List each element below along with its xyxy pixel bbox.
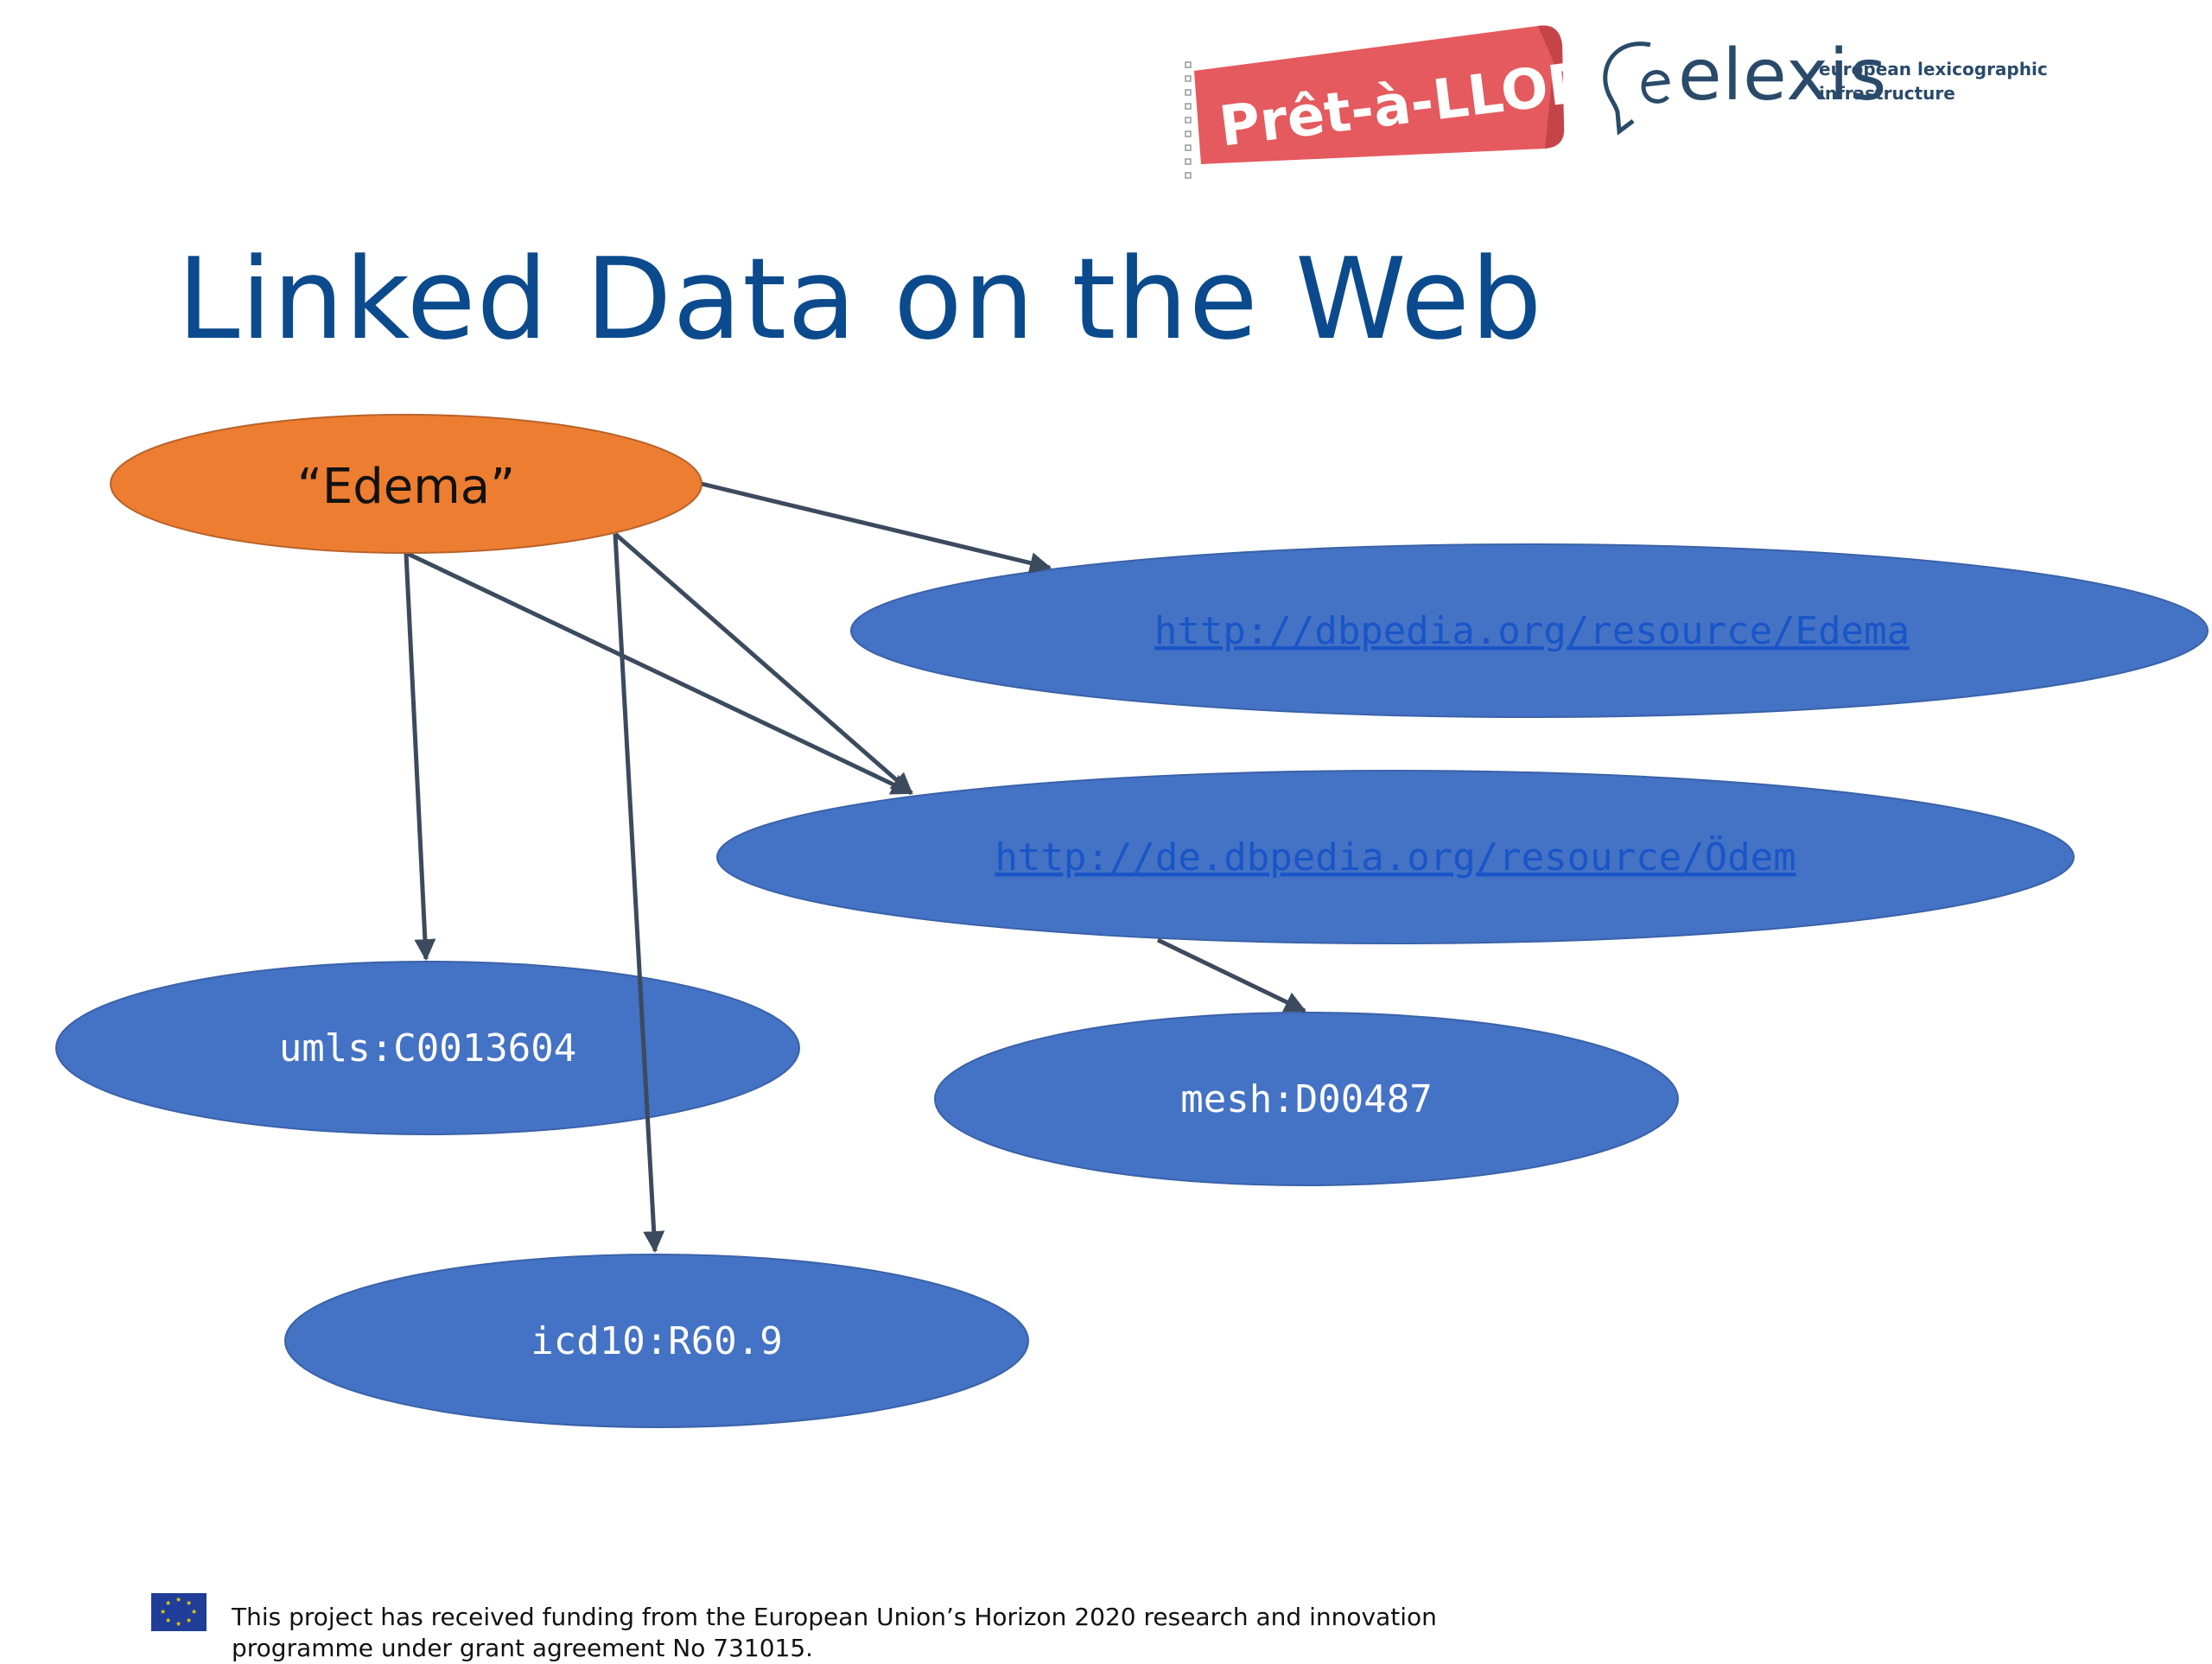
funding-line2: programme under grant agreement No 73101…: [232, 1634, 814, 1662]
node-icd10-label: icd10:R60.9: [531, 1319, 782, 1363]
edge-edema-umls: [404, 552, 436, 962]
node-mesh: [934, 1012, 1679, 1186]
elexis-logo: elexis european lexicographic infrastruc…: [1599, 35, 2082, 147]
node-icd10: [284, 1254, 1029, 1428]
edge-edema-dbpedia-en: [701, 481, 1052, 574]
elexis-tagline-line1: european lexicographic: [1819, 59, 2048, 79]
node-dbpedia-de: [716, 770, 2075, 944]
funding-notice: This project has received funding from t…: [232, 1602, 1441, 1664]
edge-dbpedia-de-mesh: [1156, 937, 1306, 1013]
pret-a-llod-logo: Prêt-à-LLOD: [1185, 25, 1573, 179]
node-dbpedia-en-link[interactable]: http://dbpedia.org/resource/Edema: [1154, 609, 1910, 653]
node-edema: [110, 414, 702, 554]
edge-edema-icd10: [613, 533, 665, 1254]
node-dbpedia-de-link[interactable]: http://de.dbpedia.org/resource/Ödem: [995, 835, 1796, 880]
node-edema-label: “Edema”: [297, 459, 515, 515]
elexis-tagline: european lexicographic infrastructure: [1819, 57, 2078, 105]
node-mesh-label: mesh:D00487: [1180, 1077, 1432, 1121]
elexis-head-icon: [1603, 41, 1670, 136]
node-umls-label: umls:C0013604: [279, 1026, 576, 1070]
edge-edema-dbpedia-de-b: [613, 532, 913, 795]
node-umls: [55, 961, 800, 1135]
edge-edema-dbpedia-de-a: [404, 550, 913, 796]
node-dbpedia-en: [850, 543, 2209, 718]
page-title: Linked Data on the Web: [177, 233, 1543, 365]
elexis-tagline-line2: infrastructure: [1819, 83, 1955, 104]
eu-flag-icon: ★★ ★★ ★★ ★★: [151, 1593, 207, 1631]
funding-line1: This project has received funding from t…: [232, 1603, 1437, 1631]
elexis-wordmark: elexis: [1678, 35, 1888, 117]
